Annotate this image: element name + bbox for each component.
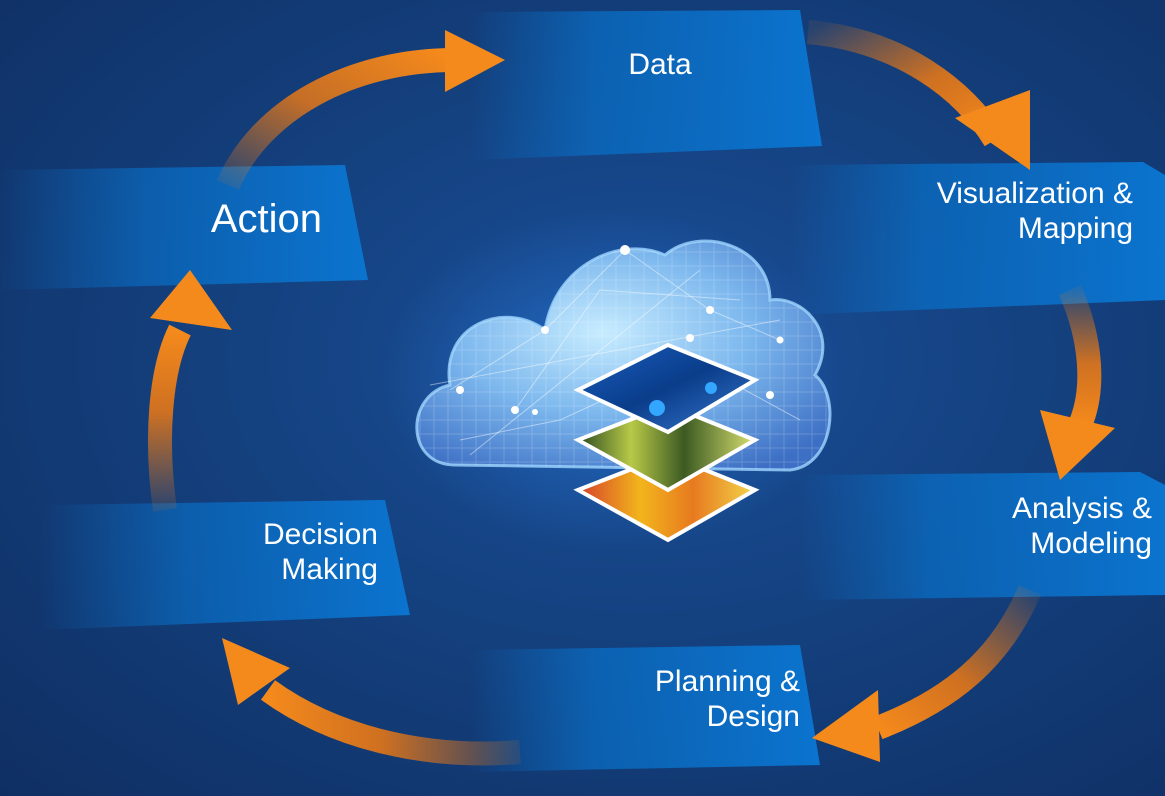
step-label-visualization: Visualization & Mapping xyxy=(850,177,1133,246)
step-label-planning-line1: Planning & xyxy=(654,665,800,698)
step-label-decision-line2: Making xyxy=(281,552,378,586)
step-panel-planning xyxy=(470,645,820,772)
step-label-analysis-line1: Analysis & xyxy=(1011,492,1152,525)
step-label-decision-line1: Decision xyxy=(262,518,378,551)
step-label-analysis-line2: Modeling xyxy=(1030,526,1152,560)
step-label-visualization-line2: Mapping xyxy=(1017,211,1133,245)
step-panel-action xyxy=(0,165,368,290)
step-panel-data xyxy=(470,10,822,160)
step-panel-decision xyxy=(40,500,410,630)
arrow-decision-to-action xyxy=(148,270,232,512)
step-label-planning: Planning & Design xyxy=(560,665,800,734)
step-label-data-line1: Data xyxy=(628,48,692,81)
cloud-with-map-layers-icon xyxy=(382,210,842,550)
arrow-action-to-data xyxy=(216,30,505,190)
step-label-planning-line2: Design xyxy=(706,699,800,733)
arrow-visualization-to-analysis xyxy=(1040,285,1115,480)
step-label-action: Action xyxy=(160,196,322,242)
step-label-visualization-line1: Visualization & xyxy=(936,177,1133,210)
step-panel-visualization xyxy=(790,162,1165,315)
step-label-analysis: Analysis & Modeling xyxy=(900,492,1152,561)
step-label-data: Data xyxy=(600,48,720,83)
arrow-planning-to-decision xyxy=(222,638,521,766)
step-panel-analysis xyxy=(800,472,1165,600)
step-label-decision: Decision Making xyxy=(180,518,378,587)
step-label-action-line1: Action xyxy=(210,197,322,241)
arrow-analysis-to-planning xyxy=(812,585,1042,762)
arrow-data-to-visualization xyxy=(806,20,1030,170)
